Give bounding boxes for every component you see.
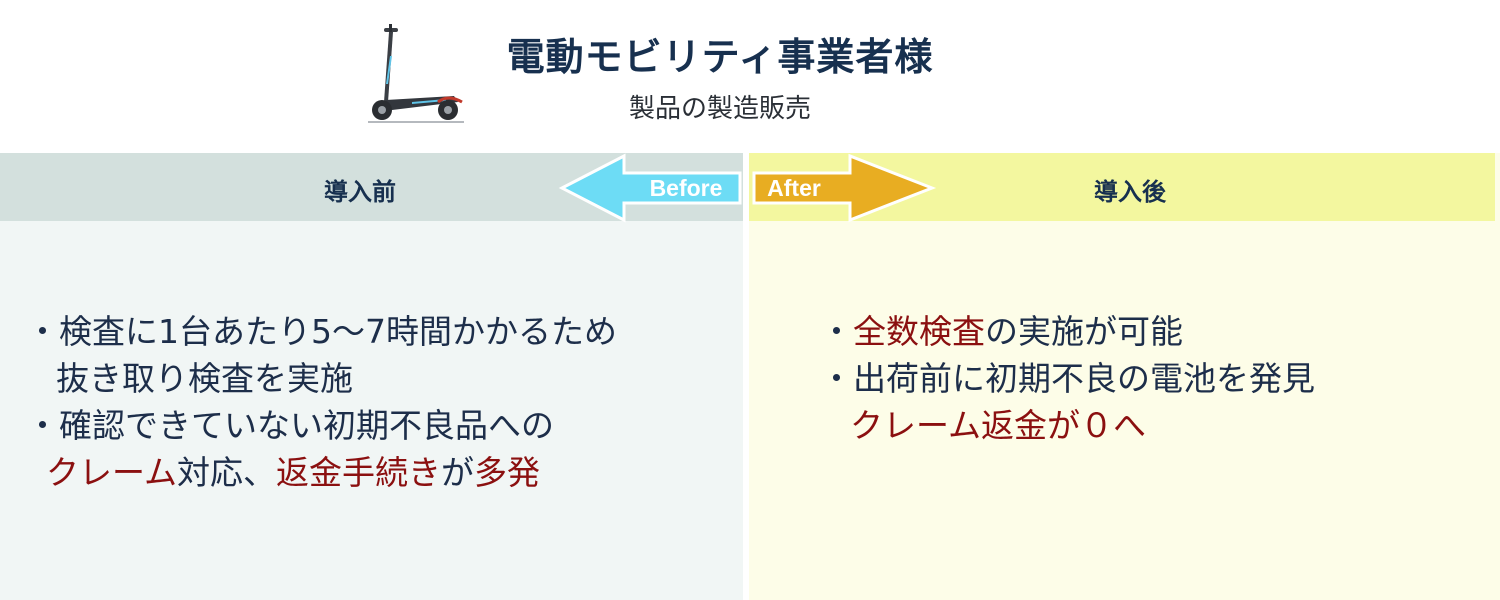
before-panel <box>0 153 743 600</box>
after-arrow-label: After <box>767 175 821 201</box>
before-item-2-line-2: クレーム対応、返金手続きが多発 <box>26 449 736 496</box>
refund-procedure-text: 返金手続き <box>276 453 442 492</box>
after-arrow: After <box>752 153 937 223</box>
before-list: ・検査に1台あたり5〜7時間かかるため 抜き取り検査を実施 ・確認できていない初… <box>26 308 736 496</box>
after-panel <box>749 153 1500 600</box>
frequent-text: 多発 <box>474 453 541 492</box>
after-item-2: ・出荷前に初期不良の電池を発見 <box>820 359 1315 398</box>
after-item-1-rest: の実施が可能 <box>985 312 1183 351</box>
page-title: 電動モビリティ事業者様 <box>506 35 934 79</box>
before-arrow: Before <box>558 153 742 223</box>
after-bullet: ・ <box>820 312 853 351</box>
before-item-1-line-2: 抜き取り検査を実施 <box>56 359 353 398</box>
electric-scooter-icon <box>368 24 464 123</box>
before-arrow-label: Before <box>650 175 723 201</box>
before-heading: 導入前 <box>324 178 396 206</box>
header <box>0 0 1500 153</box>
handling-text: 対応、 <box>177 453 277 492</box>
full-inspection-text: 全数検査 <box>853 312 985 351</box>
before-item-2-line-1: ・確認できていない初期不良品への <box>26 406 554 445</box>
claim-text: クレーム <box>46 453 178 492</box>
after-heading: 導入後 <box>1094 178 1166 206</box>
after-item-1: ・全数検査の実施が可能 <box>820 308 1490 355</box>
before-item-1-line-1: ・検査に1台あたり5〜7時間かかるため <box>26 312 617 351</box>
particle-text: が <box>441 453 475 492</box>
after-list: ・全数検査の実施が可能 ・出荷前に初期不良の電池を発見 クレーム返金が０へ <box>820 308 1490 449</box>
page-subtitle: 製品の製造販売 <box>628 94 811 124</box>
after-item-2-line-2: クレーム返金が０へ <box>850 406 1147 445</box>
